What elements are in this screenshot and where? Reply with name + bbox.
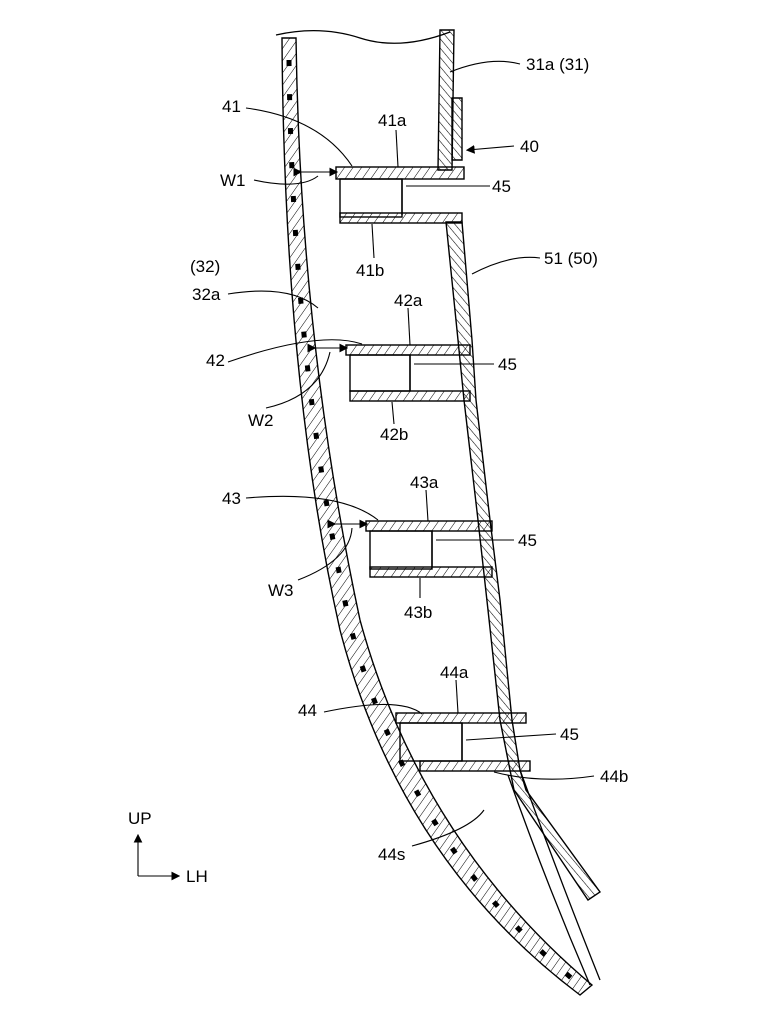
label-31a: 31a (31) — [526, 55, 589, 74]
label-44a: 44a — [440, 663, 469, 682]
reinforcement-strip — [451, 97, 463, 161]
leader-41a — [395, 129, 399, 168]
leader-41b — [371, 223, 375, 259]
bracket-43 — [365, 520, 493, 578]
leader-w2 — [265, 351, 331, 409]
leader-42 — [227, 339, 363, 363]
leader-41 — [245, 107, 353, 167]
label-41a: 41a — [378, 111, 407, 130]
label-45-4: 45 — [560, 725, 579, 744]
bracket-42 — [345, 344, 471, 402]
label-40: 40 — [520, 137, 539, 156]
label-44s: 44s — [378, 845, 405, 864]
label-43a: 43a — [410, 473, 439, 492]
outer-skin-wall — [281, 37, 594, 996]
leader-44a — [455, 679, 459, 714]
label-45-2: 45 — [498, 355, 517, 374]
orientation-indicator: UP LH — [128, 809, 208, 886]
label-43b: 43b — [404, 603, 432, 622]
label-41: 41 — [222, 97, 241, 116]
leader-45-4 — [465, 733, 557, 741]
leader-44b — [493, 771, 595, 780]
bracket-41 — [335, 166, 465, 224]
leader-44 — [323, 703, 423, 715]
label-43: 43 — [222, 489, 241, 508]
label-42: 42 — [206, 351, 225, 370]
label-42a: 42a — [394, 291, 423, 310]
label-45-3: 45 — [518, 531, 537, 550]
top-break-line — [275, 30, 451, 44]
lower-inner-skin — [507, 769, 601, 986]
leader-w3 — [297, 527, 353, 581]
leader-51 — [471, 256, 541, 275]
label-32a: 32a — [192, 285, 221, 304]
label-41b: 41b — [356, 261, 384, 280]
inner-wall-51 — [445, 221, 601, 901]
leader-43 — [245, 495, 379, 521]
axis-lh-label: LH — [186, 867, 208, 886]
leader-44s — [411, 809, 485, 847]
label-42b: 42b — [380, 425, 408, 444]
leader-42b — [391, 401, 395, 425]
axis-up-label: UP — [128, 809, 152, 828]
label-32: (32) — [190, 257, 220, 276]
leader-w1 — [253, 175, 319, 185]
leader-32a — [227, 290, 319, 309]
label-44b: 44b — [600, 767, 628, 786]
leader-31a — [449, 60, 521, 73]
label-w2: W2 — [248, 411, 274, 430]
label-51: 51 (50) — [544, 249, 598, 268]
leader-43a — [425, 489, 429, 522]
label-w1: W1 — [220, 171, 246, 190]
leader-42a — [407, 307, 411, 346]
label-45-1: 45 — [492, 177, 511, 196]
bracket-44 — [395, 712, 531, 772]
label-44: 44 — [298, 701, 317, 720]
label-w3: W3 — [268, 581, 294, 600]
leader-40 — [465, 145, 515, 154]
